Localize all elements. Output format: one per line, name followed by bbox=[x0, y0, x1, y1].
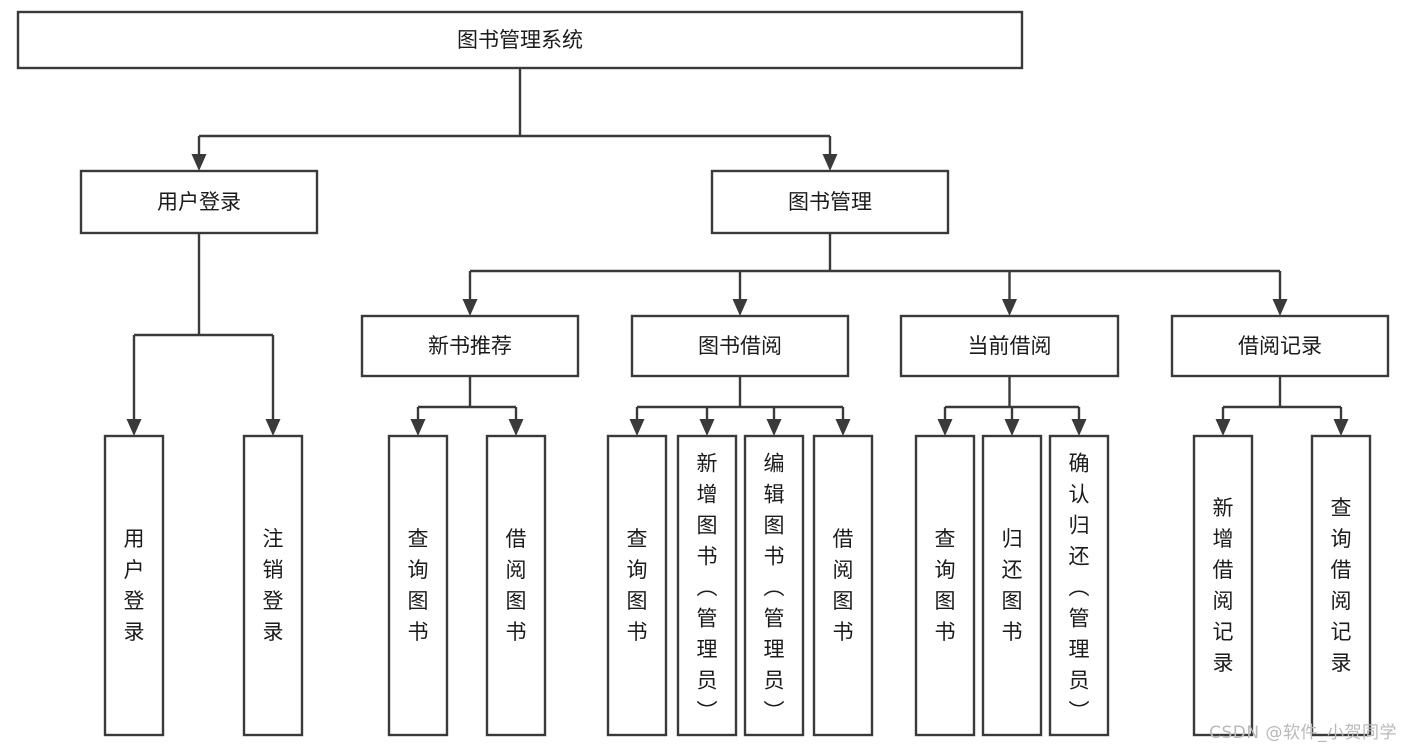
arrowhead-user_login bbox=[191, 154, 207, 171]
edge-group-new_book_rec bbox=[410, 376, 524, 436]
node-label-f_confirm_return: 确认归还︵管理员︶ bbox=[1069, 451, 1090, 723]
node-f_confirm_return[interactable]: 确认归还︵管理员︶ bbox=[1048, 434, 1110, 737]
node-book_borrow[interactable]: 图书借阅 bbox=[630, 314, 850, 378]
node-f_user_logout[interactable]: 注销登录 bbox=[242, 434, 304, 737]
node-label-book_borrow: 图书借阅 bbox=[698, 334, 782, 358]
node-f_add_record[interactable]: 新增借阅记录 bbox=[1192, 434, 1254, 737]
node-label-f_user_logout: 注销登录 bbox=[263, 527, 284, 644]
node-box-f_query_record[interactable] bbox=[1310, 434, 1372, 737]
node-label-f_add_book: 新增图书︵管理员︶ bbox=[697, 451, 718, 723]
node-label-f_borrow_book_2: 借阅图书 bbox=[833, 527, 854, 644]
arrowhead-f_borrow_book_2 bbox=[835, 419, 851, 436]
arrowhead-new_book_rec bbox=[462, 299, 478, 316]
node-label-f_query_record: 查询借阅记录 bbox=[1331, 496, 1352, 675]
node-label-book_mgmt: 图书管理 bbox=[788, 190, 872, 214]
node-label-f_add_record: 新增借阅记录 bbox=[1213, 496, 1234, 675]
arrowhead-f_user_logout bbox=[265, 419, 281, 436]
node-f_add_book[interactable]: 新增图书︵管理员︶ bbox=[676, 434, 738, 737]
node-f_user_login[interactable]: 用户登录 bbox=[103, 434, 165, 737]
node-borrow_record[interactable]: 借阅记录 bbox=[1170, 314, 1390, 378]
arrowhead-current_borrow bbox=[1002, 299, 1017, 316]
arrowhead-f_query_book_1 bbox=[410, 419, 426, 436]
node-box-f_query_book_3[interactable] bbox=[914, 434, 976, 737]
node-current_borrow[interactable]: 当前借阅 bbox=[899, 314, 1120, 378]
edge-group-borrow_record bbox=[1215, 376, 1349, 436]
arrowhead-book_mgmt bbox=[822, 154, 838, 171]
arrowhead-f_add_record bbox=[1215, 419, 1231, 436]
edge-group-user_login bbox=[126, 233, 281, 436]
node-f_query_book_1[interactable]: 查询图书 bbox=[387, 434, 449, 737]
node-new_book_rec[interactable]: 新书推荐 bbox=[360, 314, 580, 378]
node-box-f_add_book[interactable] bbox=[676, 434, 738, 737]
node-label-user_login: 用户登录 bbox=[157, 190, 241, 214]
node-f_query_book_2[interactable]: 查询图书 bbox=[606, 434, 668, 737]
arrowhead-f_user_login bbox=[126, 419, 142, 436]
arrowhead-f_confirm_return bbox=[1071, 419, 1087, 436]
node-book_mgmt[interactable]: 图书管理 bbox=[710, 169, 950, 235]
node-f_edit_book[interactable]: 编辑图书︵管理员︶ bbox=[743, 434, 805, 737]
edges-layer bbox=[126, 68, 1349, 436]
node-box-f_borrow_book_2[interactable] bbox=[812, 434, 874, 737]
edge-group-book_mgmt bbox=[462, 233, 1288, 316]
node-box-new_book_rec[interactable] bbox=[360, 314, 580, 378]
node-label-f_query_book_2: 查询图书 bbox=[627, 527, 648, 644]
node-box-f_borrow_book_1[interactable] bbox=[485, 434, 547, 737]
arrowhead-borrow_record bbox=[1272, 299, 1288, 316]
node-root[interactable]: 图书管理系统 bbox=[16, 10, 1024, 70]
node-box-f_return_book[interactable] bbox=[981, 434, 1043, 737]
node-label-f_query_book_1: 查询图书 bbox=[408, 527, 429, 644]
node-label-f_edit_book: 编辑图书︵管理员︶ bbox=[764, 451, 785, 723]
arrowhead-f_borrow_book_1 bbox=[508, 419, 524, 436]
node-box-f_edit_book[interactable] bbox=[743, 434, 805, 737]
node-box-root[interactable] bbox=[16, 10, 1024, 70]
node-label-root: 图书管理系统 bbox=[457, 28, 583, 52]
nodes-layer: 图书管理系统用户登录图书管理新书推荐图书借阅当前借阅借阅记录用户登录注销登录查询… bbox=[16, 10, 1390, 737]
arrowhead-f_query_book_2 bbox=[629, 419, 645, 436]
node-f_query_record[interactable]: 查询借阅记录 bbox=[1310, 434, 1372, 737]
node-box-f_user_login[interactable] bbox=[103, 434, 165, 737]
node-box-f_confirm_return[interactable] bbox=[1048, 434, 1110, 737]
node-box-f_query_book_1[interactable] bbox=[387, 434, 449, 737]
arrowhead-f_query_book_3 bbox=[937, 419, 953, 436]
node-f_query_book_3[interactable]: 查询图书 bbox=[914, 434, 976, 737]
node-label-f_borrow_book_1: 借阅图书 bbox=[506, 527, 527, 644]
node-label-f_query_book_3: 查询图书 bbox=[935, 527, 956, 644]
node-box-f_query_book_2[interactable] bbox=[606, 434, 668, 737]
node-label-borrow_record: 借阅记录 bbox=[1238, 334, 1322, 358]
arrowhead-f_return_book bbox=[1004, 419, 1020, 436]
node-f_borrow_book_1[interactable]: 借阅图书 bbox=[485, 434, 547, 737]
edge-group-root bbox=[191, 68, 838, 171]
edge-group-current_borrow bbox=[937, 376, 1087, 436]
node-box-current_borrow[interactable] bbox=[899, 314, 1120, 378]
node-f_return_book[interactable]: 归还图书 bbox=[981, 434, 1043, 737]
watermark-text: CSDN @软件_小贺同学 bbox=[1209, 723, 1397, 743]
node-user_login[interactable]: 用户登录 bbox=[79, 169, 319, 235]
node-f_borrow_book_2[interactable]: 借阅图书 bbox=[812, 434, 874, 737]
node-box-borrow_record[interactable] bbox=[1170, 314, 1390, 378]
node-box-f_user_logout[interactable] bbox=[242, 434, 304, 737]
arrowhead-f_edit_book bbox=[766, 419, 782, 436]
node-box-book_mgmt[interactable] bbox=[710, 169, 950, 235]
node-label-f_user_login: 用户登录 bbox=[124, 527, 145, 644]
node-label-new_book_rec: 新书推荐 bbox=[428, 334, 512, 358]
edge-group-book_borrow bbox=[629, 376, 851, 436]
node-box-user_login[interactable] bbox=[79, 169, 319, 235]
node-label-current_borrow: 当前借阅 bbox=[968, 334, 1052, 358]
arrowhead-book_borrow bbox=[732, 299, 748, 316]
arrowhead-f_query_record bbox=[1333, 419, 1349, 436]
arrowhead-f_add_book bbox=[699, 419, 715, 436]
node-box-book_borrow[interactable] bbox=[630, 314, 850, 378]
node-label-f_return_book: 归还图书 bbox=[1002, 527, 1023, 644]
node-box-f_add_record[interactable] bbox=[1192, 434, 1254, 737]
